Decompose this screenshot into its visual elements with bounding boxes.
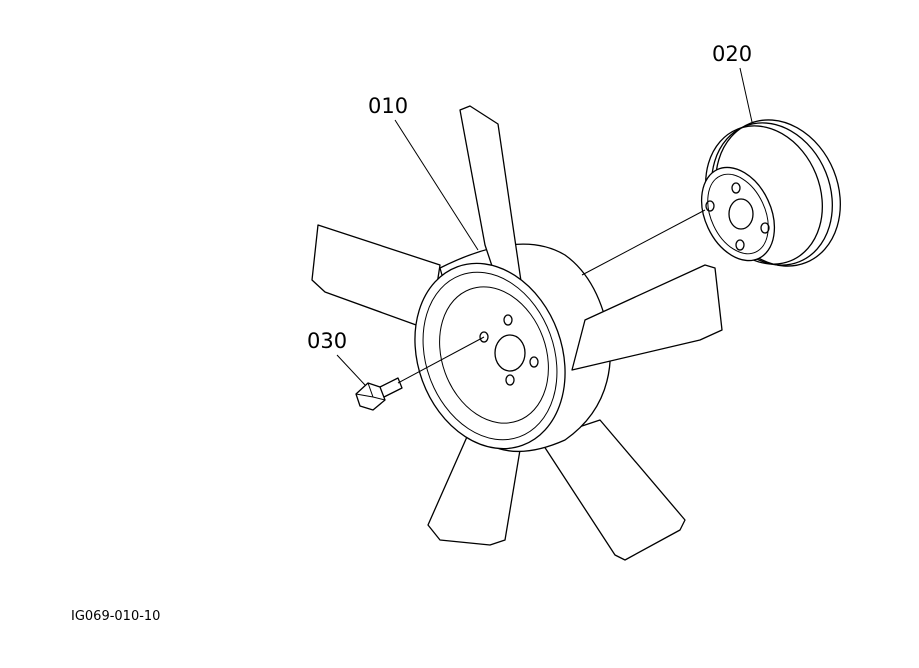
pulley-part: [700, 119, 841, 267]
pulley-label: 020: [712, 42, 752, 66]
bolt-part: [355, 377, 403, 411]
fan-to-pulley-axis-line: [581, 209, 706, 276]
fan-part: [311, 105, 723, 561]
bolt-label: 030: [307, 329, 347, 353]
pulley-leader-line: [739, 67, 753, 123]
bolt-to-fan-axis-line: [397, 336, 485, 384]
figure-code: IG069-010-10: [71, 609, 160, 624]
bolt-leader-line: [336, 354, 366, 386]
fan-label: 010: [368, 94, 408, 118]
fan-leader-line: [394, 119, 479, 251]
